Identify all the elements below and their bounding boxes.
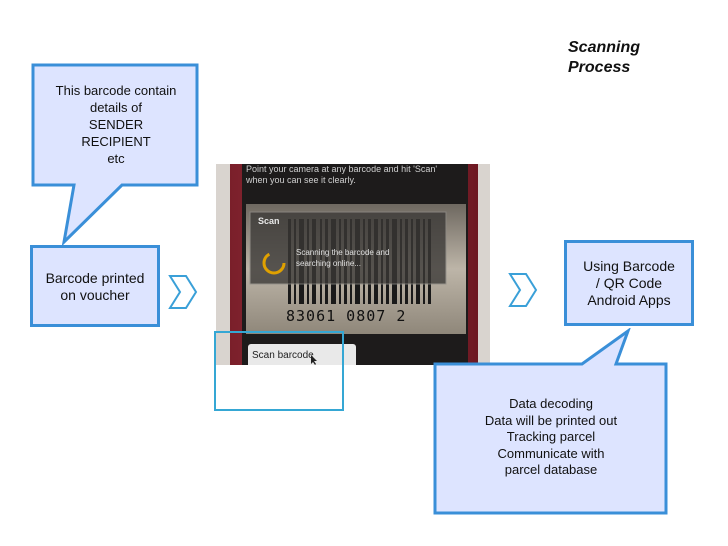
title-line-2: Process <box>568 59 631 76</box>
callout-data-decoding: Data decoding Data will be printed out T… <box>436 396 666 479</box>
barcode-voucher-line: on voucher <box>60 287 130 303</box>
android-apps-line: Android Apps <box>587 292 671 308</box>
callout-barcode-line: details of <box>89 100 143 115</box>
phone-screen-graphic <box>216 164 490 365</box>
cursor-icon <box>311 355 317 365</box>
callout-barcode-line: SENDER <box>88 117 144 132</box>
callout-decoding-line: Communicate with <box>497 445 605 461</box>
phone-instruction-line: when you can see it clearly. <box>246 175 356 185</box>
callout-barcode-line: RECIPIENT <box>81 134 151 149</box>
android-apps-line: / QR Code <box>595 275 663 291</box>
android-apps-line: Using Barcode <box>583 258 675 274</box>
barcode-voucher-box: Barcode printed on voucher <box>30 245 160 327</box>
callout-decoding-line: Data decoding <box>509 396 593 411</box>
title-line-1: Scanning <box>568 39 641 56</box>
callout-barcode-line: This barcode contain <box>55 83 177 98</box>
scan-dialog-title: Scan <box>258 216 280 226</box>
scan-dialog-message: Scanning the barcode and searching onlin… <box>296 247 436 269</box>
scan-barcode-label: Scan barcode <box>252 350 314 361</box>
phone-instruction-line: Point your camera at any barcode and hit… <box>246 164 438 174</box>
scan-barcode-button[interactable]: Scan barcode <box>248 344 356 365</box>
barcode-number: 83061 0807 2 <box>286 307 407 325</box>
callout-decoding-line: Tracking parcel <box>506 429 596 444</box>
android-apps-box: Using Barcode / QR Code Android Apps <box>564 240 694 326</box>
scan-dialog-line: Scanning the barcode and <box>296 248 390 257</box>
chevron-right-icon <box>508 273 538 307</box>
phone-instruction: Point your camera at any barcode and hit… <box>246 164 476 186</box>
phone-screenshot: Point your camera at any barcode and hit… <box>216 164 490 365</box>
scan-dialog-line: searching online... <box>296 259 361 268</box>
callout-barcode-line: etc <box>107 151 125 166</box>
callout-decoding-line: parcel database <box>504 462 598 477</box>
callout-barcode-info: This barcode contain details of SENDER R… <box>36 82 196 167</box>
barcode-voucher-line: Barcode printed <box>45 270 145 286</box>
callout-decoding-line: Data will be printed out <box>484 412 618 428</box>
callout-barcode-info-shape <box>31 63 199 246</box>
scan-button-highlight <box>214 331 344 411</box>
chevron-right-icon <box>168 275 198 309</box>
callout-data-decoding-shape <box>433 328 668 515</box>
diagram-title: Scanning Process <box>568 38 698 78</box>
